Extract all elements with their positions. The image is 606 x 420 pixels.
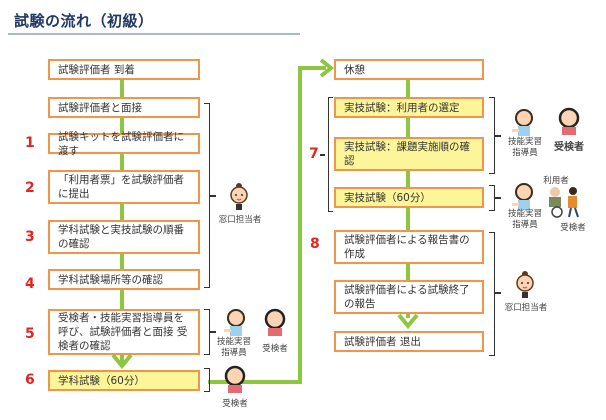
role-label-user: 利用者 <box>543 176 569 186</box>
instructor-icon <box>512 183 533 210</box>
role-label-candidate: 受検者 <box>560 223 586 233</box>
bracket-tick <box>320 154 325 156</box>
title-divider <box>8 33 300 35</box>
group-bracket <box>489 232 495 356</box>
reception-staff-icon <box>230 183 248 210</box>
step-number: 6 <box>25 372 35 388</box>
candidate-icon <box>224 365 246 393</box>
arrow-down-icon <box>397 313 419 330</box>
flow-line <box>298 68 302 384</box>
bracket-tick <box>494 197 501 199</box>
bracket-tick <box>209 195 216 197</box>
flow-line <box>298 66 326 70</box>
step-box-end-report: 試験評価者による試験終了の報告 <box>334 280 484 314</box>
step-box-kit: 試験キットを試験評価者に渡す <box>48 131 200 157</box>
role-label-candidate: 受検者 <box>262 344 288 354</box>
role-label-instructor: 技能実習指導員 <box>507 209 542 230</box>
candidate-icon <box>558 107 580 135</box>
bracket-tick <box>494 135 501 137</box>
role-label-instructor: 技能実習指導員 <box>507 137 542 158</box>
role-label-instructor: 技能実習指導員 <box>216 337 251 358</box>
candidate-icon <box>264 308 286 336</box>
step-number: 8 <box>310 236 320 252</box>
role-label-candidate: 受検者 <box>554 142 584 153</box>
wheelchair-user-icon <box>549 187 579 218</box>
step-box-break: 休憩 <box>334 59 484 80</box>
role-label-reception: 窓口担当者 <box>504 303 548 313</box>
step-box-report-writing: 試験評価者による報告書の作成 <box>334 230 484 264</box>
step-number: 2 <box>25 180 35 196</box>
step-box-order-confirm: 学科試験と実技試験の順番の確認 <box>48 220 200 254</box>
step-box-user-sheet: 「利用者票」を試験評価者に提出 <box>48 170 200 204</box>
bracket-tick <box>494 292 501 294</box>
step-box-departure: 試験評価者 退出 <box>334 331 484 352</box>
step-box-practical-exam: 実技試験（60分） <box>334 187 484 208</box>
step-box-interview: 試験評価者と面接 <box>48 97 200 118</box>
step-box-arrival: 試験評価者 到着 <box>48 59 200 80</box>
step-box-call-candidate: 受検者・技能実習指導員を呼び、試験評価者と面接 受検者の確認 <box>48 309 200 355</box>
step-number: 1 <box>25 135 35 151</box>
instructor-icon <box>512 109 533 136</box>
group-bracket <box>328 97 333 212</box>
step-number: 7 <box>309 146 319 162</box>
reception-staff-icon <box>516 271 534 298</box>
role-label-reception: 窓口担当者 <box>218 215 262 225</box>
step-number: 5 <box>25 326 35 342</box>
group-bracket <box>204 368 210 392</box>
step-box-location-confirm: 学科試験場所等の確認 <box>48 269 200 290</box>
arrow-right-icon <box>319 58 334 78</box>
step-box-select-user: 実技試験：利用者の選定 <box>334 97 484 118</box>
instructor-icon <box>224 309 245 336</box>
page-title: 試験の流れ（初級） <box>14 12 154 30</box>
step-number: 4 <box>25 276 35 292</box>
bracket-tick <box>209 331 216 333</box>
arrow-down-icon <box>111 353 133 370</box>
step-number: 3 <box>25 229 35 245</box>
step-box-task-order: 実技試験：課題実施順の確認 <box>334 137 484 171</box>
flow-line <box>208 380 300 384</box>
role-label-candidate: 受検者 <box>222 399 248 409</box>
step-box-written-exam: 学科試験（60分） <box>48 370 200 391</box>
